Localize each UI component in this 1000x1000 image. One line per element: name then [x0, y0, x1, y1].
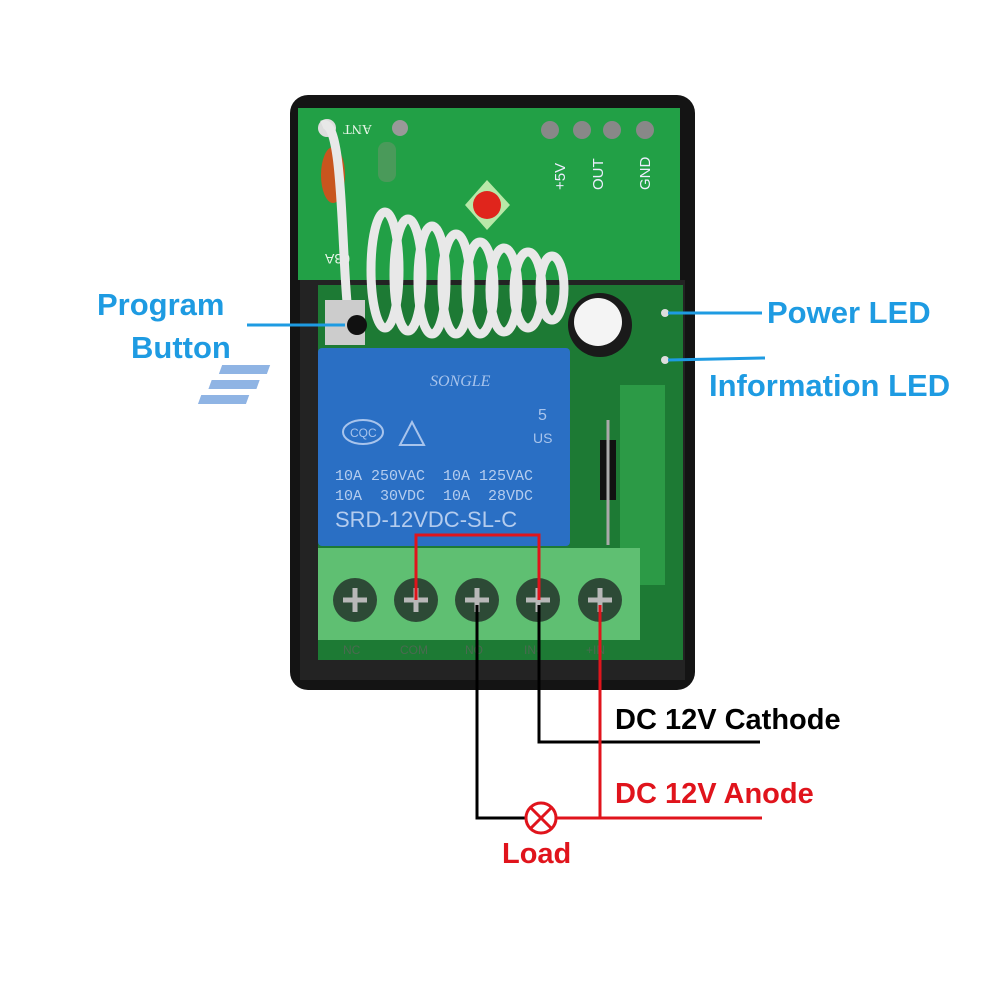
terminal-label-no: NO	[465, 643, 483, 657]
pin-label-5v: +5V	[552, 163, 569, 190]
ul-us: US	[533, 430, 552, 446]
cathode-label: DC 12V Cathode	[615, 704, 841, 736]
terminal-label-com: COM	[400, 643, 428, 657]
ant-label: ANT	[343, 121, 372, 136]
relay-brand: SONGLE	[430, 373, 491, 390]
songle-logo	[197, 365, 271, 404]
power-led	[661, 309, 669, 317]
pin-label-out: OUT	[590, 158, 607, 190]
information-led	[661, 356, 669, 364]
terminal-label-in-neg: IN-	[524, 643, 540, 657]
program-button-label-line1: Program	[97, 287, 225, 322]
relay	[318, 348, 570, 546]
pin-header	[541, 121, 654, 139]
relay-cert: CQC	[350, 426, 377, 440]
tuning-coil	[473, 191, 501, 219]
relay-rating-ac: 10A 250VAC 10A 125VAC	[335, 468, 533, 485]
terminal-label-in-pos: +IN	[586, 643, 605, 657]
load-symbol-icon	[524, 801, 558, 835]
information-led-label: Information LED	[709, 368, 951, 403]
relay-model: SRD-12VDC-SL-C	[335, 507, 517, 532]
anode-label: DC 12V Anode	[615, 778, 814, 810]
black-wire-load	[475, 605, 526, 820]
relay-rating-dc: 10A 30VDC 10A 28VDC	[335, 488, 533, 505]
power-led-label: Power LED	[767, 295, 931, 330]
terminal-label-nc: NC	[343, 643, 361, 657]
load-label: Load	[502, 838, 572, 870]
ul-number: 5	[538, 407, 547, 424]
pin-label-gnd: GND	[637, 157, 654, 191]
red-jumper-wire	[414, 533, 541, 600]
black-wire-cathode	[537, 605, 760, 744]
information-led-leader	[667, 356, 766, 362]
program-button-label-line2: Button	[131, 330, 231, 365]
